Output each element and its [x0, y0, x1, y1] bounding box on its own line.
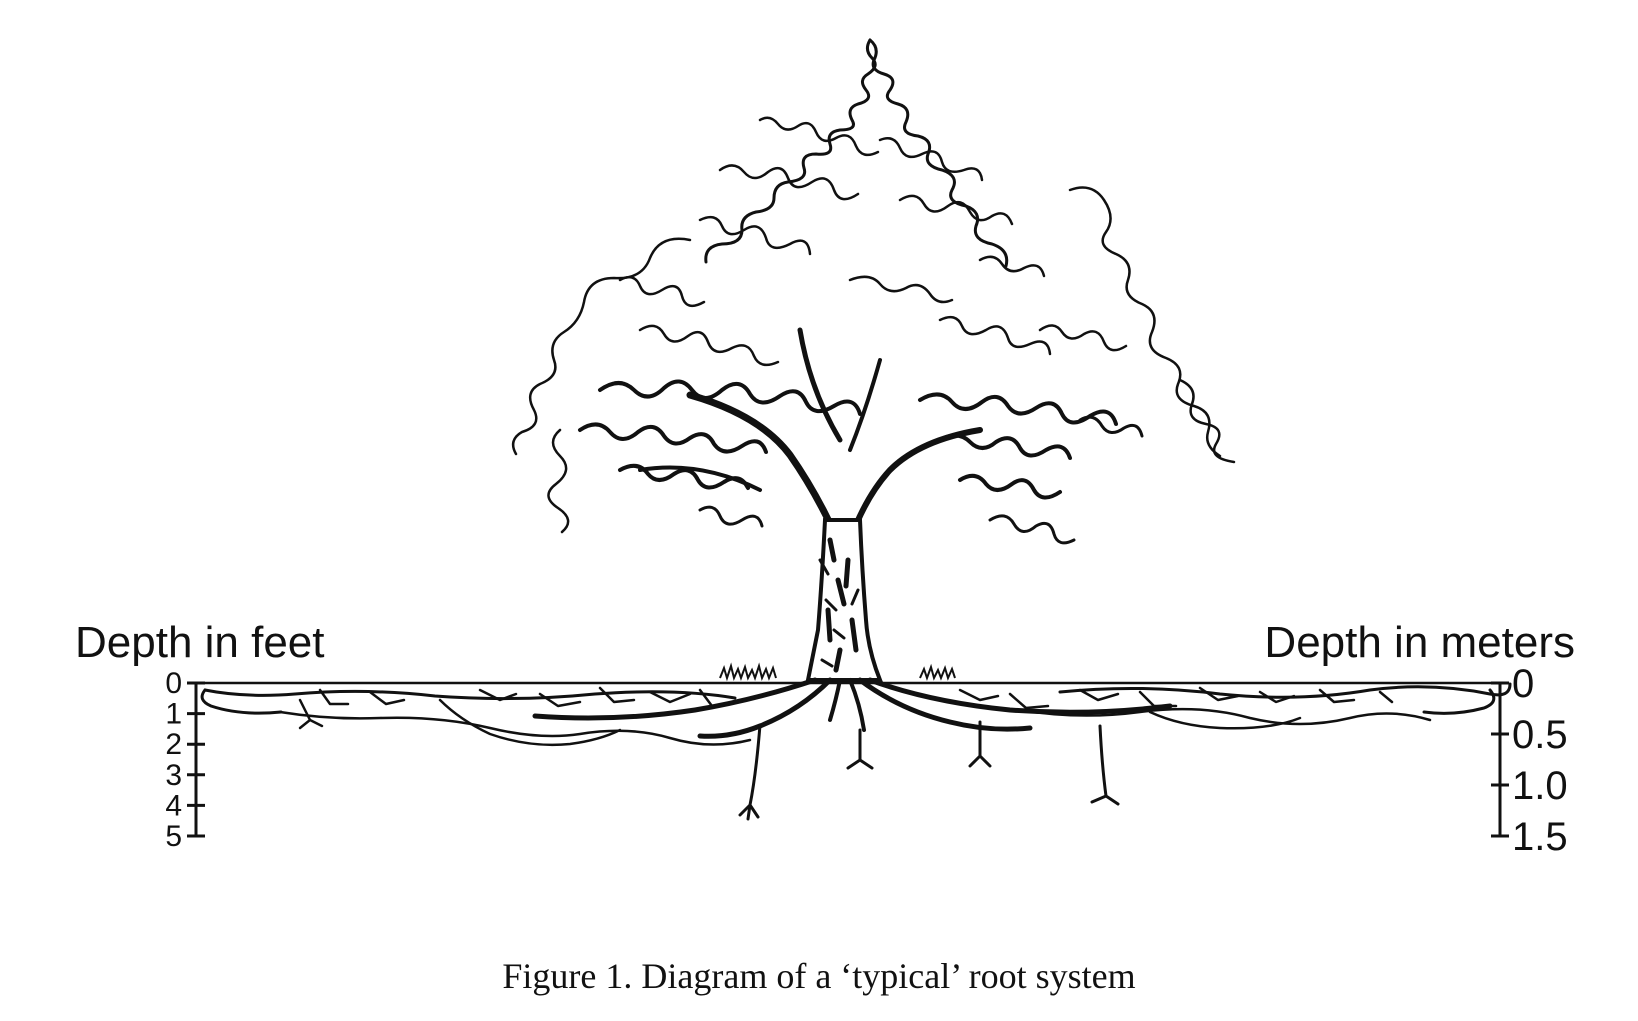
feet-tick-label: 0	[165, 667, 182, 700]
meters-tick-label: 0.5	[1512, 713, 1568, 757]
right-scale-title: Depth in meters	[1264, 618, 1575, 667]
tree-canopy	[511, 38, 1236, 545]
right-scale-ticks: 0 0.5 1.0 1.5	[1491, 662, 1568, 859]
meters-tick-label: 1.5	[1512, 815, 1568, 859]
meters-tick-label: 0	[1512, 662, 1534, 706]
feet-tick-label: 4	[165, 789, 182, 822]
tree-trunk	[638, 327, 983, 682]
figure-caption: Figure 1. Diagram of a ‘typical’ root sy…	[502, 956, 1136, 996]
right-depth-scale: Depth in meters 0 0.5 1.0 1.5	[1264, 618, 1575, 859]
meters-tick-label: 1.0	[1512, 764, 1568, 808]
feet-tick-label: 2	[165, 728, 182, 761]
feet-tick-label: 1	[165, 698, 182, 731]
left-scale-title: Depth in feet	[75, 618, 325, 667]
feet-tick-label: 5	[165, 820, 182, 853]
root-system	[200, 677, 1512, 821]
feet-tick-label: 3	[165, 759, 182, 792]
